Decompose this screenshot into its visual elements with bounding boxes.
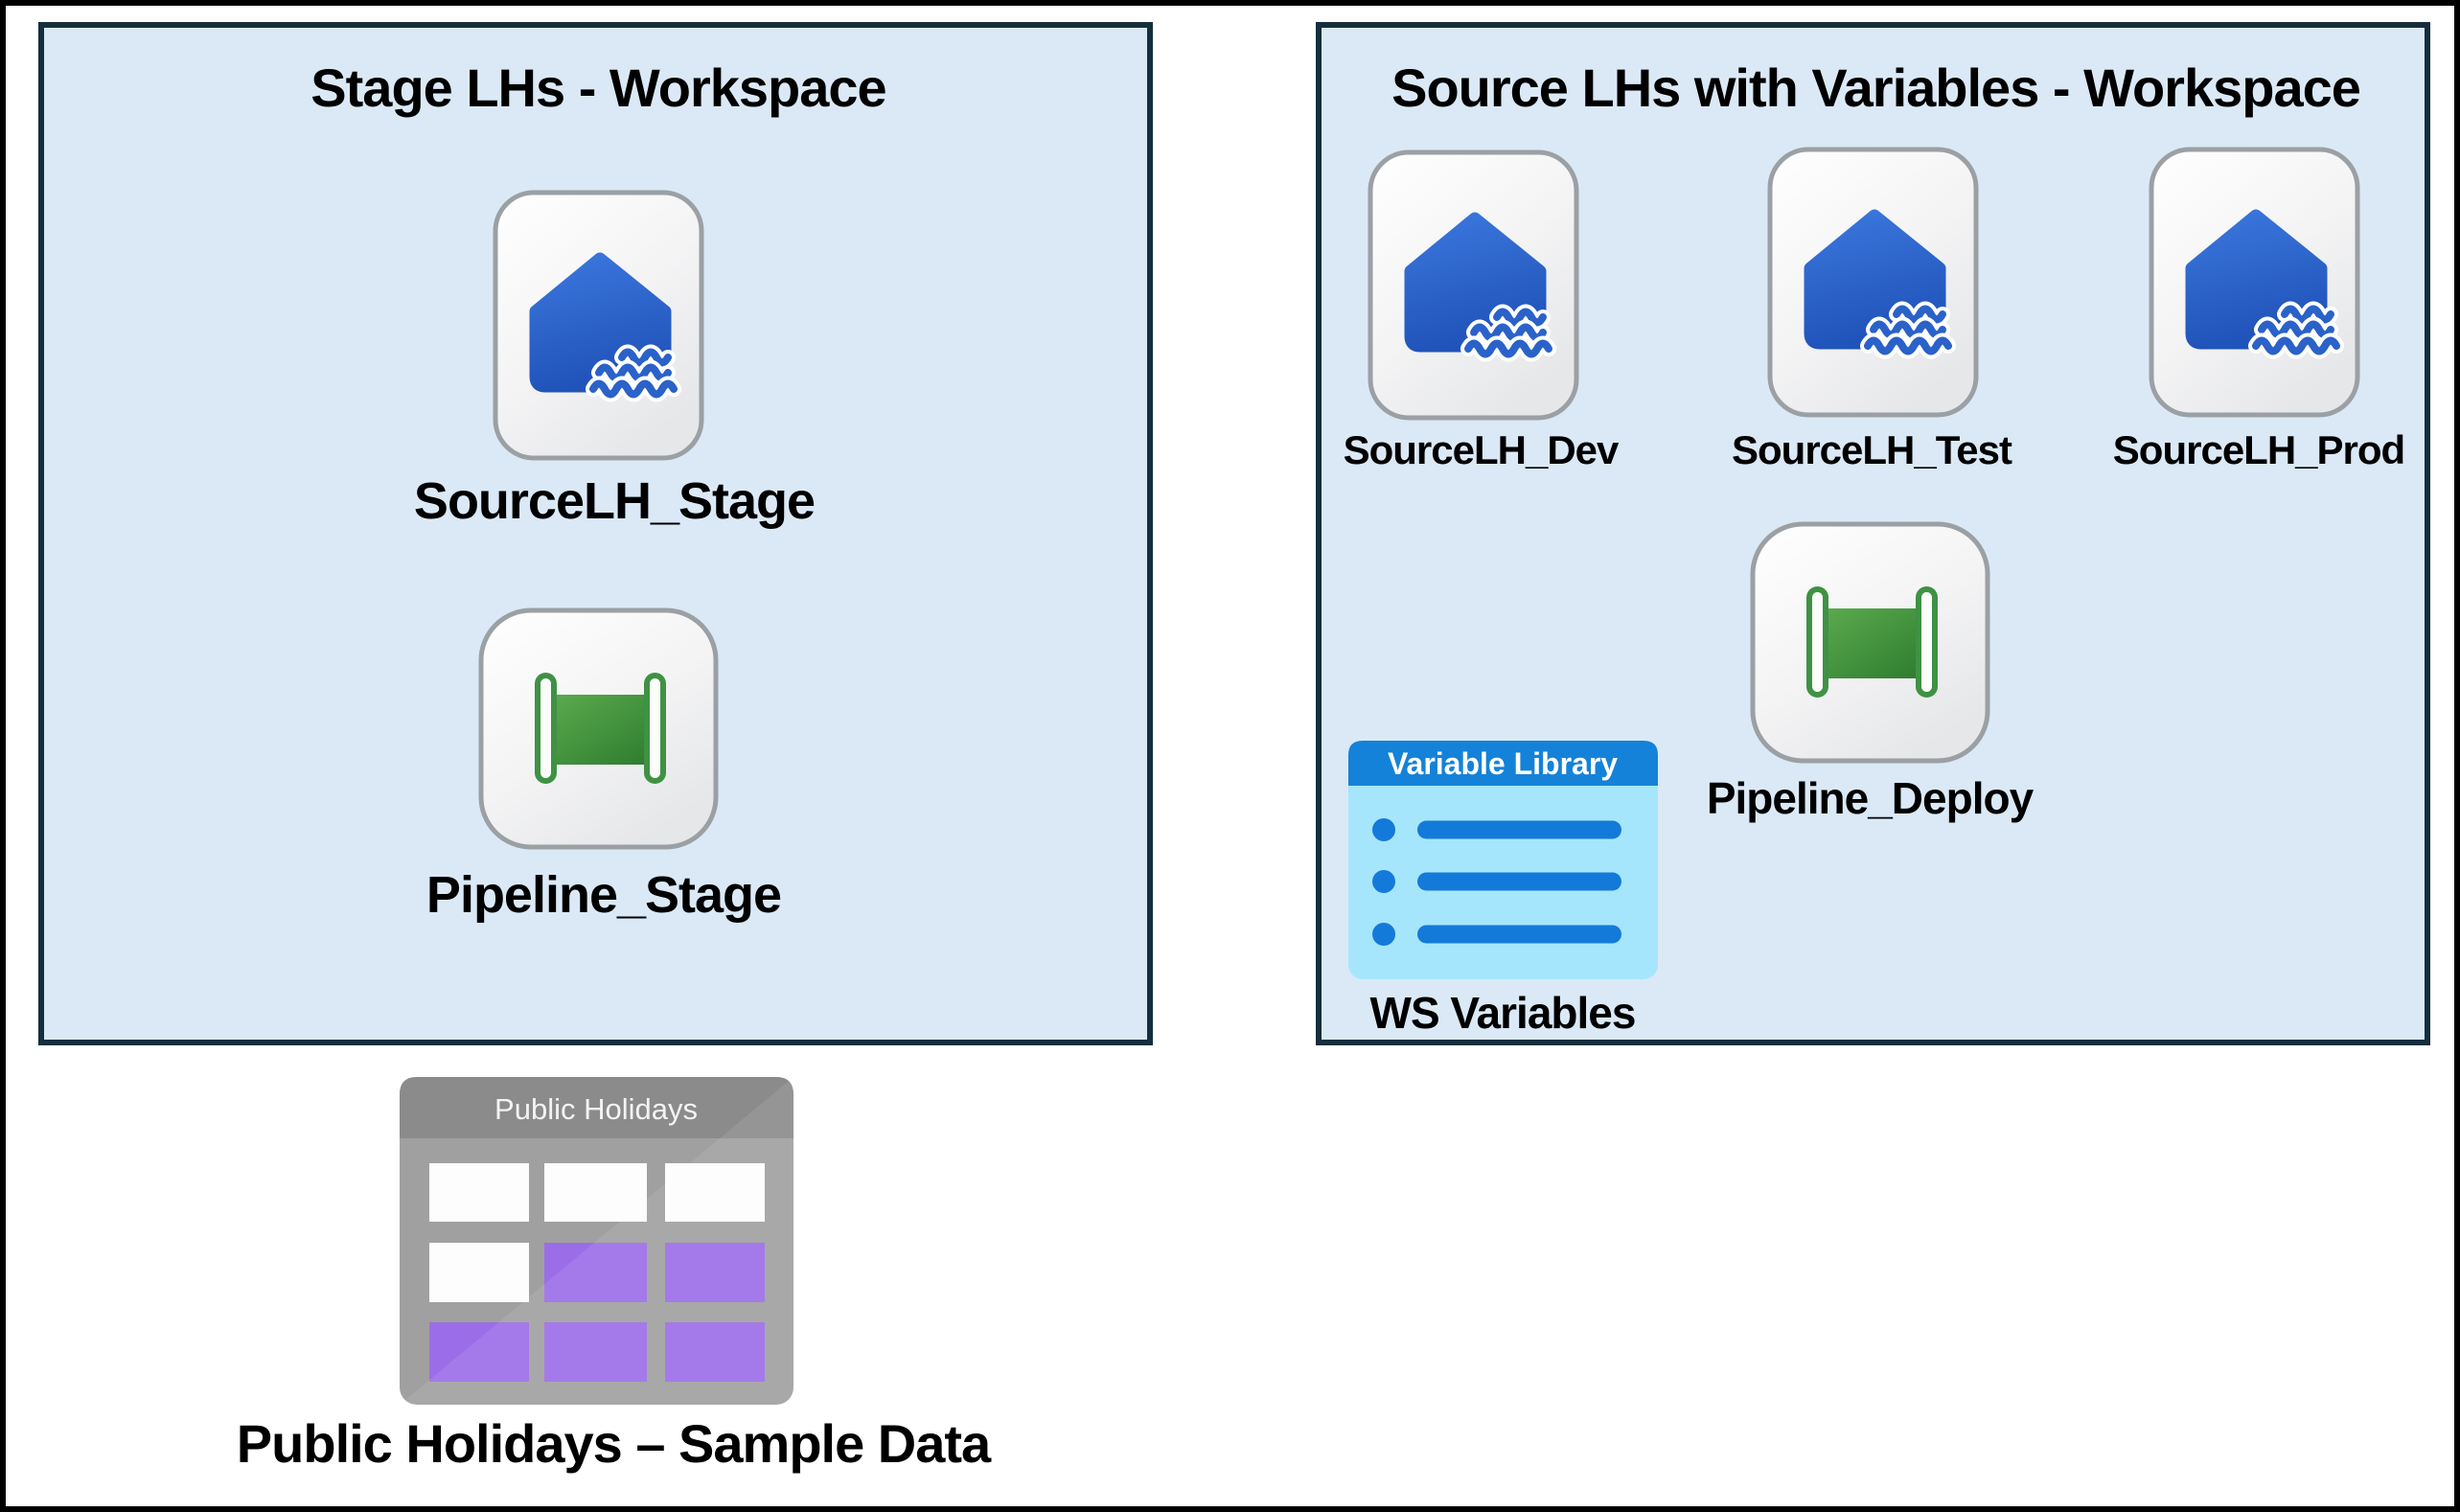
table-header-text: Public Holidays [494, 1092, 698, 1126]
lakehouse-icon [1767, 147, 1979, 418]
variable-library-icon: Variable Library [1348, 741, 1658, 979]
workspace-title-stage: Stage LHs - Workspace [310, 57, 886, 118]
public-holidays-table-icon: Public Holidays [400, 1077, 793, 1405]
water-waves [1860, 301, 1956, 359]
item-label-public-holidays-sample-data: Public Holidays – Sample Data [236, 1413, 991, 1474]
pipeline-body [1820, 608, 1929, 678]
variable-library-body [1348, 741, 1658, 979]
item-label-sourcelh-prod: SourceLH_Prod [2112, 427, 2405, 472]
variable-list-rows [1372, 818, 1621, 946]
pipeline-end-left [535, 673, 557, 784]
item-label-sourcelh-test: SourceLH_Test [1732, 427, 2012, 472]
item-label-pipeline-deploy: Pipeline_Deploy [1706, 773, 2034, 823]
lakehouse-icon [1368, 149, 1579, 421]
pipeline-end-right [644, 673, 666, 784]
table-cells [429, 1163, 765, 1382]
water-waves [2248, 301, 2344, 359]
variable-library-header [1348, 741, 1658, 786]
pipeline-end-right [1916, 586, 1938, 698]
workspace-title-source-lhs: Source LHs with Variables - Workspace [1391, 57, 2361, 118]
item-label-pipeline-stage: Pipeline_Stage [425, 866, 782, 924]
pipeline-icon [1750, 521, 1990, 764]
pipeline-end-left [1806, 586, 1828, 698]
pipeline-body [548, 695, 657, 765]
variable-library-header-text: Variable Library [1388, 746, 1618, 781]
item-label-ws-variables: WS Variables [1369, 988, 1637, 1038]
item-label-sourcelh-dev: SourceLH_Dev [1343, 427, 1620, 472]
lakehouse-icon [493, 190, 704, 461]
lakehouse-icon [2149, 147, 2360, 418]
water-waves [1460, 304, 1556, 362]
water-waves [586, 344, 681, 402]
pipeline-icon [478, 607, 719, 850]
item-label-sourcelh-stage: SourceLH_Stage [413, 472, 816, 530]
table-sheen [400, 1077, 793, 1405]
table-header [400, 1077, 793, 1138]
